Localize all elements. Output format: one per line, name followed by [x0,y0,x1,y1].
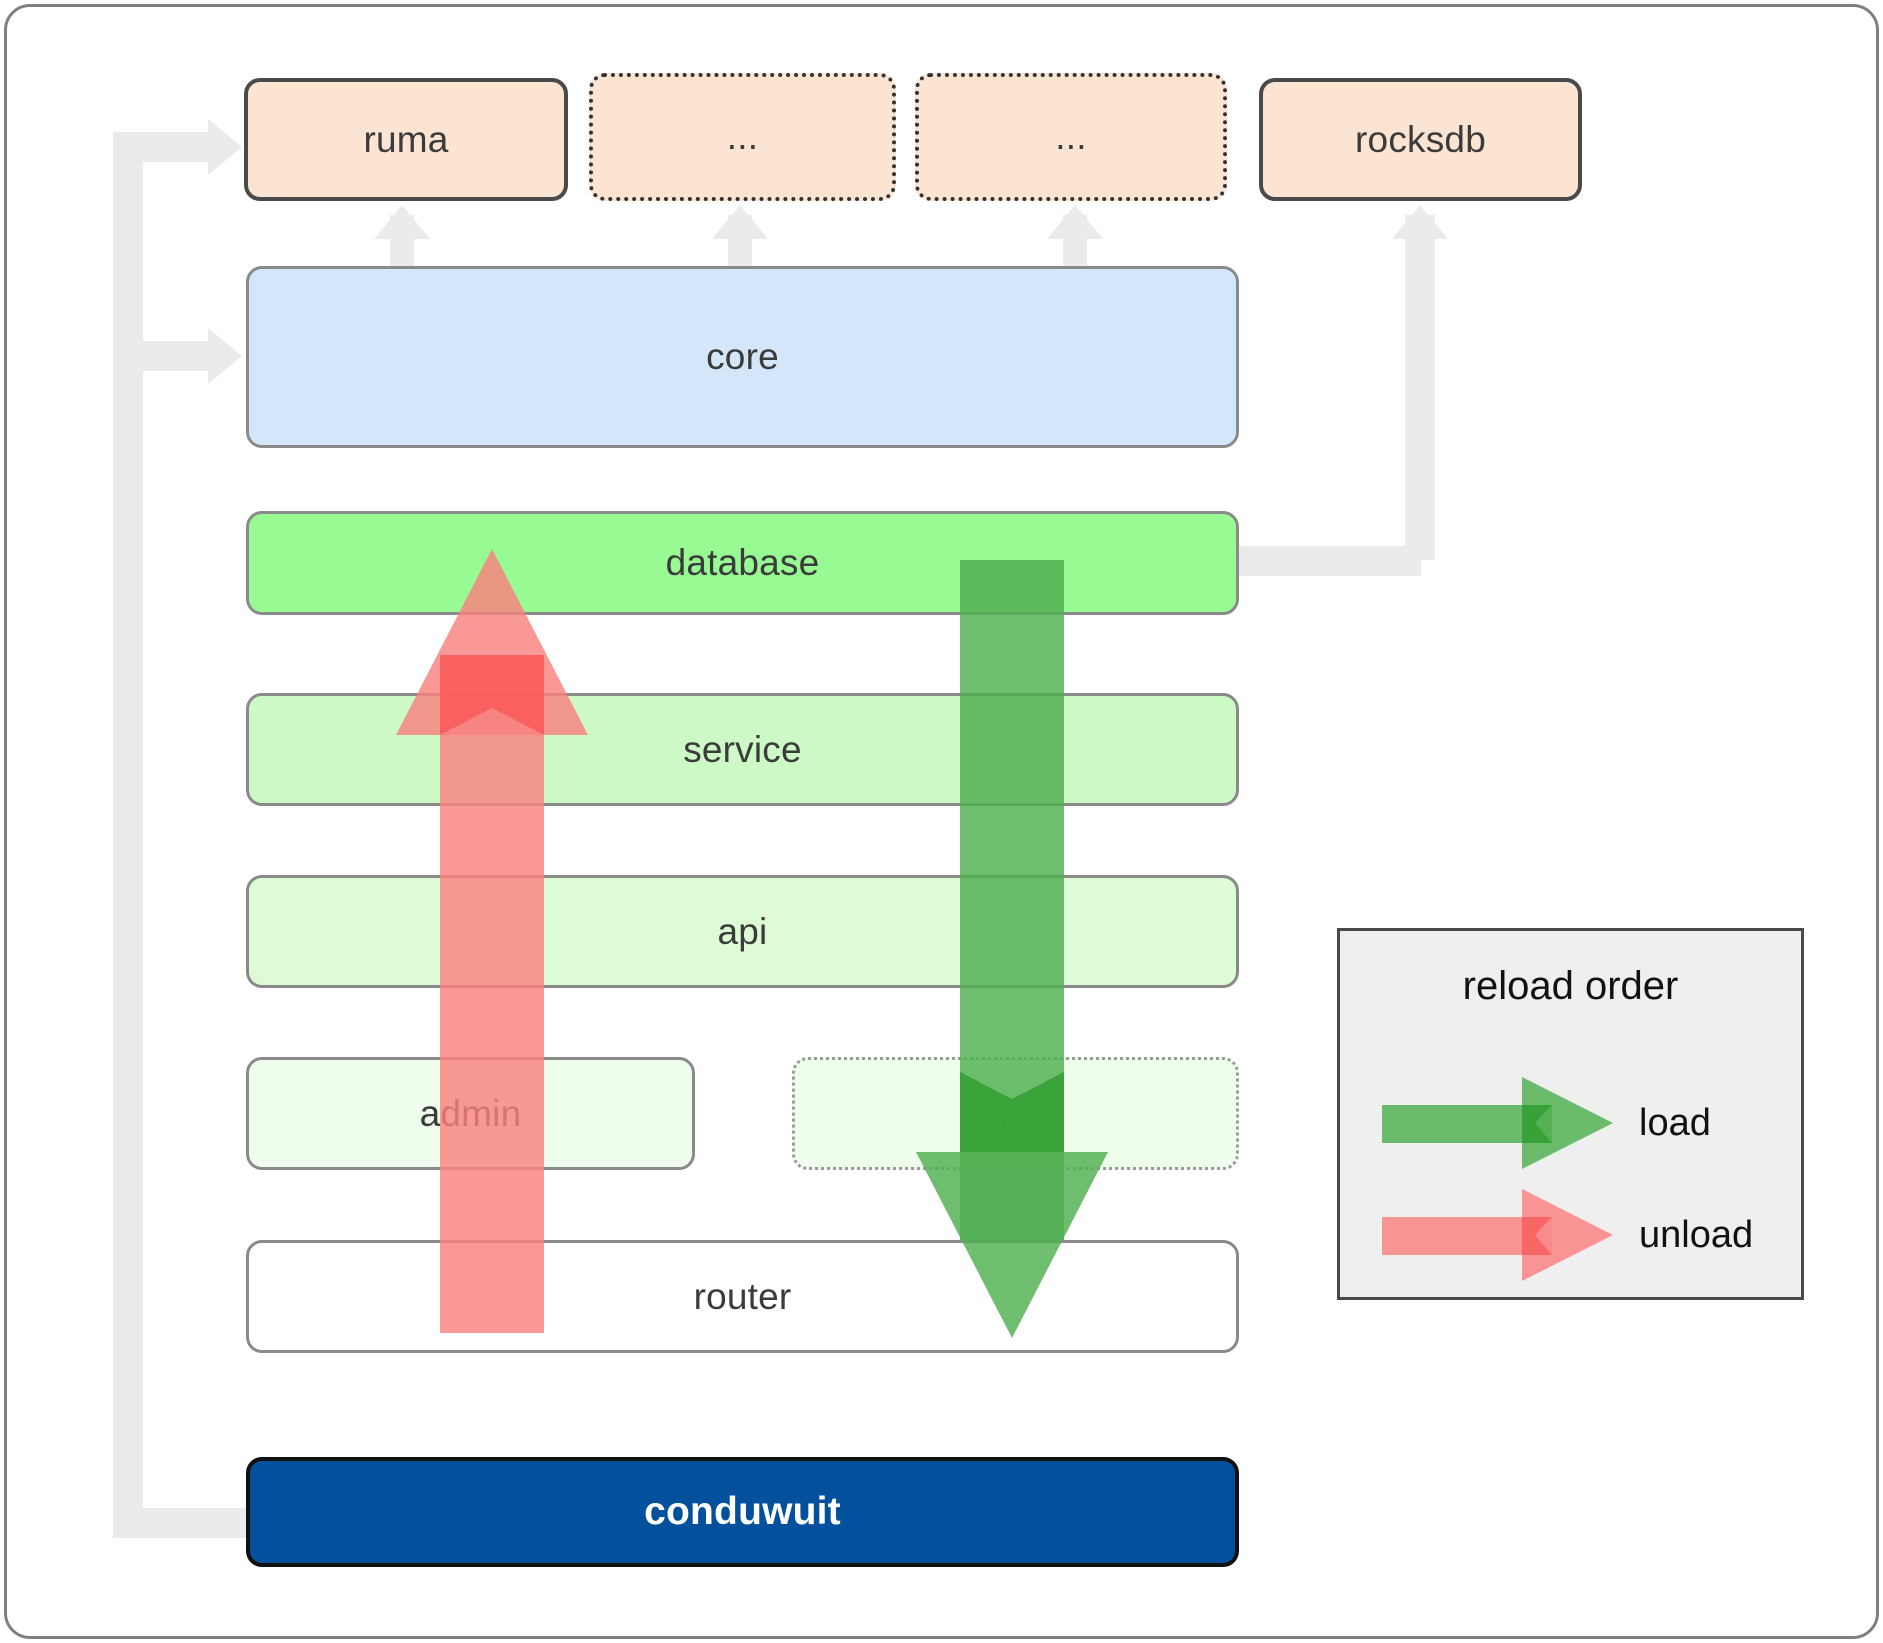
connector-rail-to-ruma-arrowhead [208,119,242,175]
dependency-label-dots-2: ... [1055,116,1087,157]
dependency-box-rocksdb[interactable]: rocksdb [1259,78,1582,201]
legend-panel: reload order load unload [1337,928,1804,1300]
legend-swatch-unload [1382,1189,1617,1281]
connector-core-to-dots-1-arrowhead [712,205,768,239]
connector-rail-to-core-arrowhead [208,328,242,384]
legend-label-load: load [1639,1101,1711,1144]
layer-box-extra[interactable]: ... [792,1057,1239,1170]
core-label: core [706,336,779,377]
layer-box-database[interactable]: database [246,511,1239,615]
layer-box-admin[interactable]: admin [246,1057,695,1170]
layer-box-service[interactable]: service [246,693,1239,806]
root-label-conduwuit: conduwuit [644,1490,841,1533]
dependency-box-dots-1[interactable]: ... [589,73,896,201]
layer-box-router[interactable]: router [246,1240,1239,1353]
layer-label-router: router [693,1275,792,1317]
connector-core-to-ruma-arrowhead [374,205,430,239]
layer-label-service: service [683,728,802,770]
dependency-box-dots-2[interactable]: ... [915,73,1227,201]
connector-rail-to-ruma [113,132,213,162]
connector-database-to-rocksdb-horizontal [1236,546,1421,576]
layer-label-database: database [665,542,820,583]
dependency-label-rocksdb: rocksdb [1355,118,1486,160]
connector-database-to-rocksdb-arrowhead [1392,205,1448,239]
diagram-frame [4,4,1879,1639]
legend-row-load: load [1382,1077,1711,1169]
legend-title: reload order [1462,964,1679,1008]
dependency-label-ruma: ruma [363,118,449,160]
legend-swatch-load [1382,1077,1617,1169]
layer-label-api: api [717,910,768,952]
connector-core-to-dots-2-arrowhead [1047,205,1103,239]
legend-row-unload: unload [1382,1189,1753,1281]
dependency-box-ruma[interactable]: ruma [244,78,568,201]
layer-label-admin: admin [419,1092,522,1134]
layer-box-api[interactable]: api [246,875,1239,988]
root-box-conduwuit[interactable]: conduwuit [246,1457,1239,1567]
core-box[interactable]: core [246,266,1239,448]
layer-label-extra: ... [999,1092,1032,1134]
dependency-label-dots-1: ... [726,116,759,157]
legend-label-unload: unload [1639,1213,1754,1256]
connector-database-to-rocksdb-vertical [1405,215,1435,560]
connector-rail-to-core [113,341,213,371]
